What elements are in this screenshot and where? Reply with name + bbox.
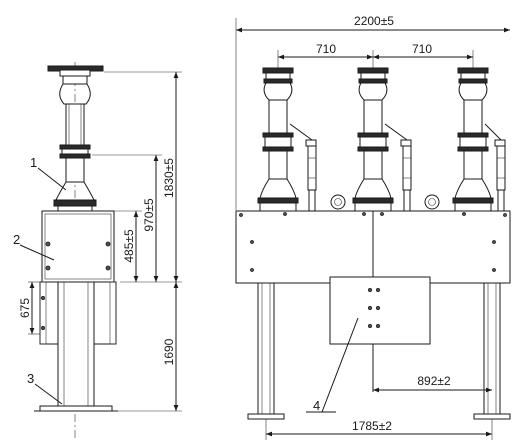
dimension-height-upper-box: 485±5 (114, 210, 142, 282)
leg-left (247, 282, 285, 420)
callout-4: 4 (313, 398, 320, 413)
dimension-height-lower-box: 675 (18, 281, 40, 335)
dimension-height-support: 1690 (116, 282, 182, 412)
dim-label-height-lower-box: 675 (18, 298, 32, 318)
support-post (34, 281, 118, 412)
pole-b (352, 67, 412, 212)
dim-label-phase-spacing-left: 710 (316, 42, 336, 56)
dimension-height-total: 1830±5 (104, 71, 182, 283)
fitting-left (330, 194, 346, 210)
dim-label-height-mid: 970±5 (142, 198, 156, 232)
side-view: 1830±5 970±5 485±5 675 1690 1 2 3 (13, 62, 182, 440)
dimension-leg-spacing: 1785±2 (265, 419, 493, 440)
dim-label-width-total: 2200±5 (354, 14, 394, 28)
dim-label-height-upper-box: 485±5 (122, 229, 136, 263)
top-terminal (47, 65, 104, 105)
callout-3: 3 (27, 371, 34, 386)
pole-a (257, 67, 317, 212)
dimension-width-total: 2200±5 (235, 14, 510, 210)
dimension-leg-offset: 892±2 (373, 374, 492, 393)
dim-label-height-total: 1830±5 (162, 158, 176, 198)
dimension-height-mid: 970±5 (92, 154, 162, 282)
callout-1: 1 (30, 155, 37, 170)
pole-c (452, 67, 506, 212)
leg-right (473, 282, 511, 420)
mechanism-box-4 (329, 276, 431, 345)
front-view: 2200±5 710 710 (235, 14, 511, 440)
dim-label-phase-spacing-right: 710 (412, 42, 432, 56)
bushing-column (53, 103, 97, 212)
fitting-right (424, 194, 440, 210)
dim-label-height-support: 1690 (162, 338, 176, 365)
dim-label-leg-offset: 892±2 (417, 374, 451, 388)
dimension-phase-spacing: 710 710 (277, 42, 474, 72)
mechanism-box-upper (41, 210, 115, 283)
dim-label-leg-spacing: 1785±2 (352, 419, 392, 433)
callout-2: 2 (13, 232, 20, 247)
